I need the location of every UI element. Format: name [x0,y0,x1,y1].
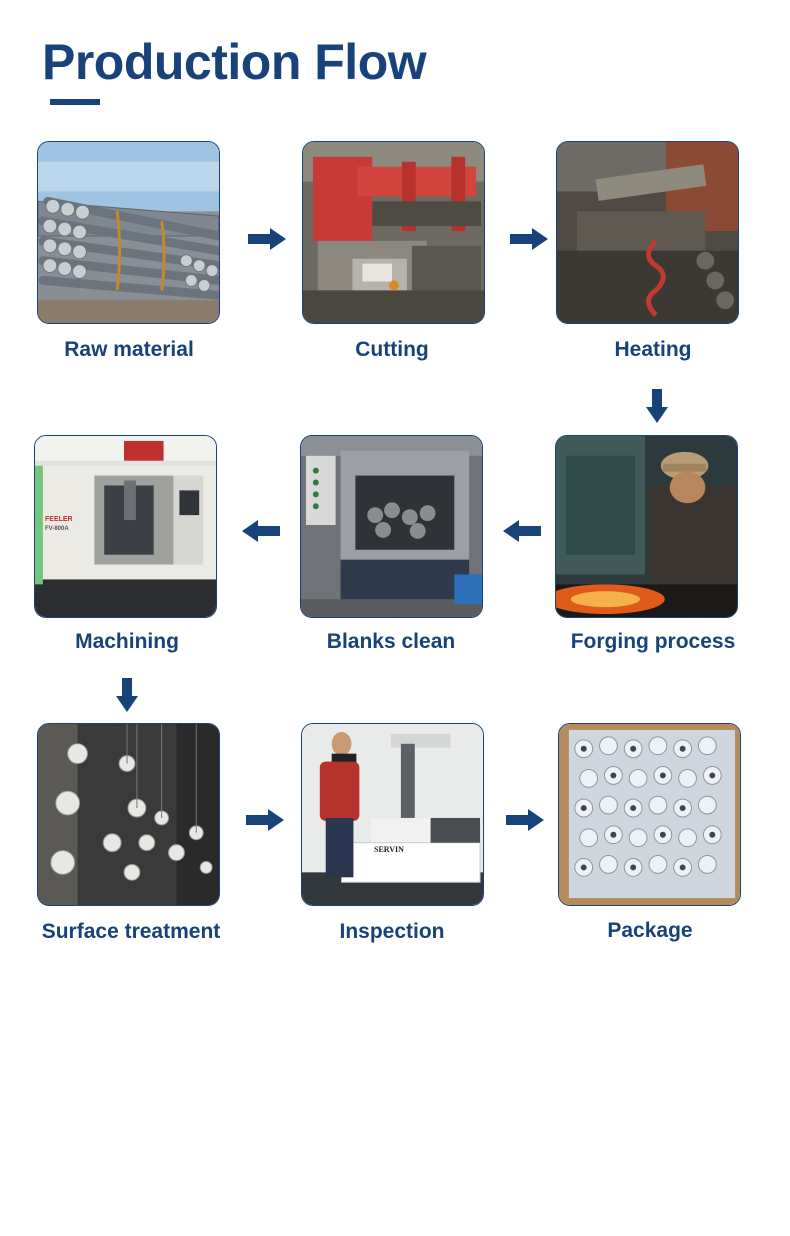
step-label: Machining [75,630,179,653]
page-title: Production Flow [42,34,427,90]
surface-treatment-photo [37,723,220,906]
arrow-right-icon [248,228,286,250]
step-label: Cutting [355,338,429,361]
step-label: Surface treatment [41,920,221,943]
step-label: Raw material [64,338,194,361]
step-label: Heating [614,338,692,361]
heating-photo [556,141,739,324]
arrow-down-icon [116,678,138,712]
arrow-right-icon [510,228,548,250]
raw-material-photo [37,141,220,324]
step-label: Forging process [570,630,736,653]
package-photo [558,723,741,906]
arrow-left-icon [242,520,280,542]
arrow-right-icon [506,809,544,831]
blanks-clean-photo [300,435,483,618]
step-label: Inspection [339,920,445,943]
arrow-left-icon [503,520,541,542]
machining-photo: FEELER FV-800A [34,435,217,618]
inspection-photo: SERVIN [301,723,484,906]
machining-model-text: FV-800A [45,526,69,532]
arrow-right-icon [246,809,284,831]
cutting-photo [302,141,485,324]
arrow-down-icon [646,389,668,423]
forging-process-photo [555,435,738,618]
title-underline [50,99,100,105]
inspection-brand-text: SERVIN [374,845,404,854]
step-label: Package [607,919,693,942]
machining-brand-text: FEELER [45,516,73,523]
step-label: Blanks clean [326,630,456,653]
